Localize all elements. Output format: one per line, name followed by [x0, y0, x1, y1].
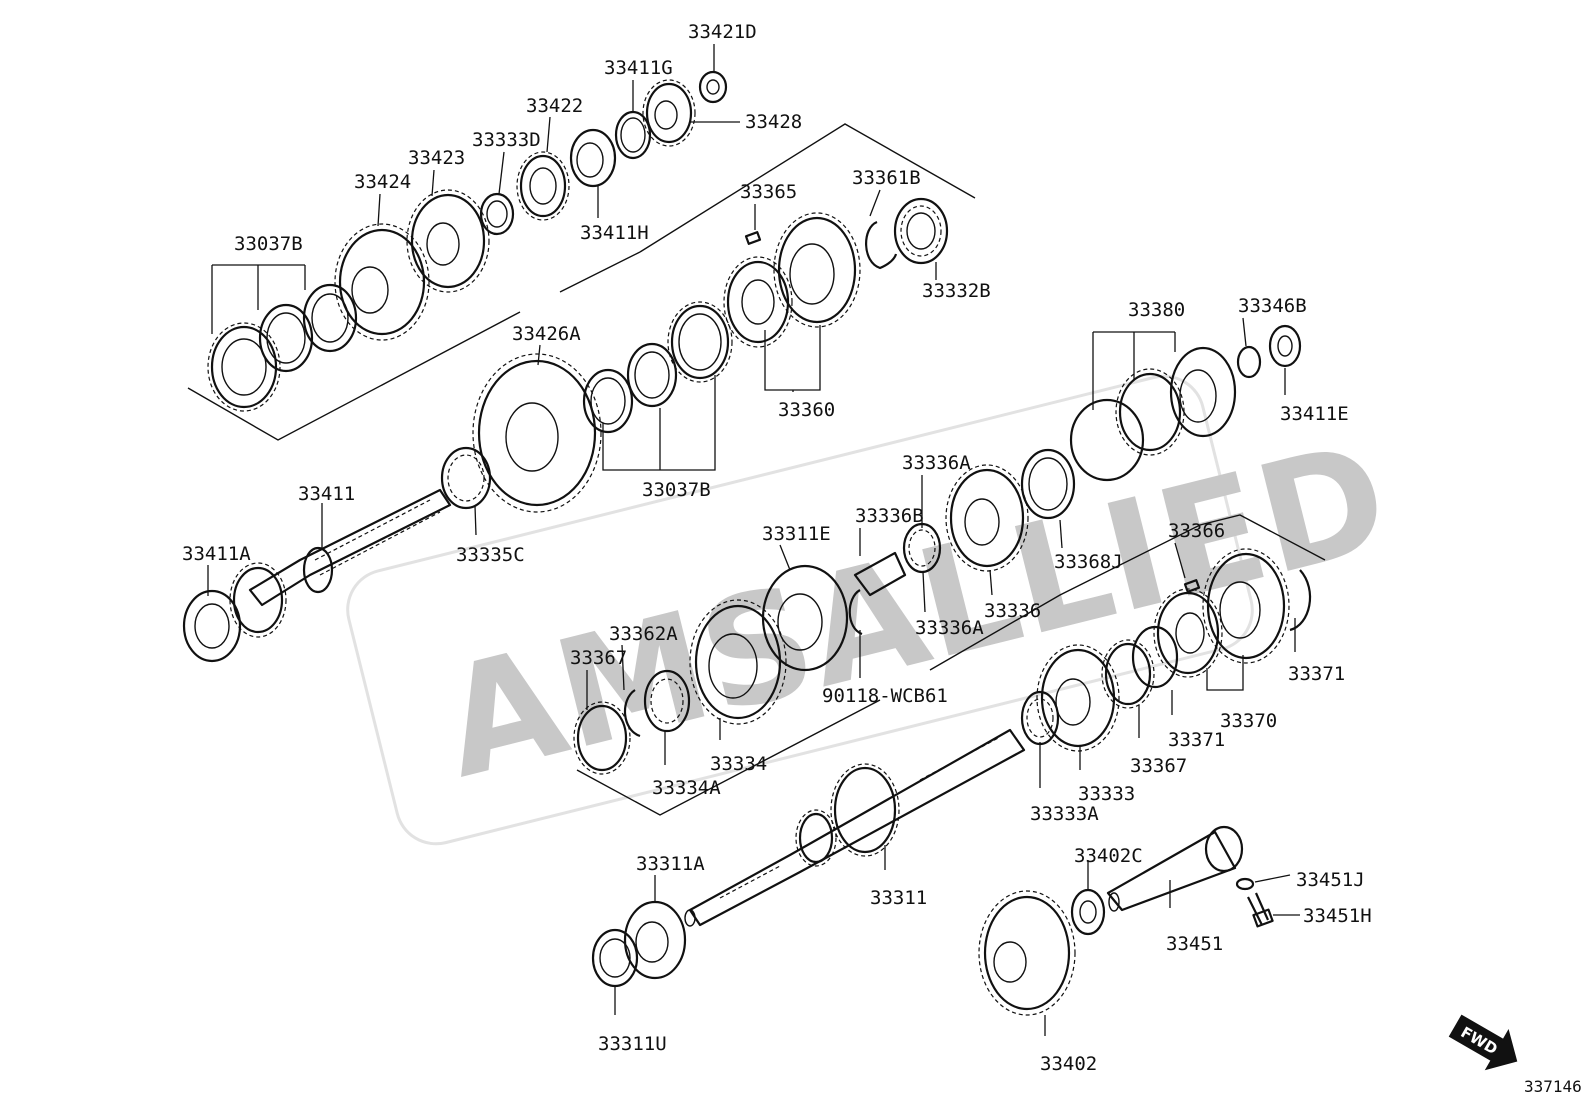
ring-33368J	[1020, 448, 1076, 520]
input-shaft-33411	[229, 488, 452, 638]
label-33411E: 33411E	[1280, 403, 1349, 425]
label-33402: 33402	[1040, 1053, 1097, 1075]
bushing-33422	[479, 192, 515, 236]
label-33371-right: 33371	[1288, 663, 1345, 685]
oil-seal-33411A	[182, 589, 242, 663]
part-labels: 33421D 33411G 33428 33422 33333D 33423 3…	[182, 21, 1372, 1075]
label-33451: 33451	[1166, 933, 1223, 955]
label-33370: 33370	[1220, 710, 1277, 732]
callout-lines	[207, 44, 1300, 1036]
label-90118-WCB61: 90118-WCB61	[822, 685, 948, 707]
bearing-33311A	[623, 900, 687, 980]
label-33365: 33365	[740, 181, 797, 203]
label-33421D: 33421D	[688, 21, 757, 43]
gear-33423	[406, 189, 490, 293]
sleeve-33336B	[853, 551, 907, 597]
label-33336A-lower: 33336A	[915, 617, 984, 639]
label-33346B: 33346B	[1238, 295, 1307, 317]
ring-33346B	[1236, 345, 1262, 379]
synchro-ring-33367-right	[1101, 639, 1155, 709]
bolt-33451H	[1247, 892, 1274, 928]
label-33367-left: 33367	[570, 647, 627, 669]
label-33368J: 33368J	[1054, 551, 1123, 573]
washer-33451J	[1235, 877, 1255, 891]
label-33402C: 33402C	[1074, 845, 1143, 867]
label-33333: 33333	[1078, 783, 1135, 805]
nut-33421D	[698, 70, 728, 104]
label-33411A: 33411A	[182, 543, 251, 565]
snap-ring-33411G	[614, 110, 652, 160]
group-frame-lower	[576, 514, 1326, 816]
label-33428: 33428	[745, 111, 802, 133]
gear-33333	[1036, 644, 1120, 752]
label-33361B: 33361B	[852, 167, 921, 189]
label-33380: 33380	[1128, 299, 1185, 321]
gear-33424	[334, 223, 430, 341]
label-33423: 33423	[408, 147, 465, 169]
sheet-number: 337146	[1524, 1077, 1582, 1096]
hub-sleeve-33360	[723, 212, 861, 348]
label-33366: 33366	[1168, 520, 1225, 542]
output-shaft-33311	[684, 728, 1026, 927]
nut-33411E	[1268, 324, 1302, 368]
snap-ring-33362A	[623, 689, 641, 738]
label-33333A: 33333A	[1030, 803, 1099, 825]
label-33311A: 33311A	[636, 853, 705, 875]
label-33367-right: 33367	[1130, 755, 1187, 777]
gear-33426A	[472, 353, 602, 513]
label-33334A: 33334A	[652, 777, 721, 799]
gear-33336	[945, 464, 1029, 572]
washer-33402C	[1070, 888, 1106, 936]
label-33451H: 33451H	[1303, 905, 1372, 927]
label-33360: 33360	[778, 399, 835, 421]
ring-33371-left	[1131, 625, 1179, 689]
group-frame-upper	[187, 123, 976, 441]
hub-sleeve-33370	[1153, 548, 1290, 678]
label-33037B-upper: 33037B	[234, 233, 303, 255]
label-33335C: 33335C	[456, 544, 525, 566]
hub-sleeve-33380	[1069, 346, 1237, 482]
label-33334: 33334	[710, 753, 767, 775]
label-33426A: 33426A	[512, 323, 581, 345]
snap-ring-33361B	[865, 220, 898, 270]
label-33336A-upper: 33336A	[902, 452, 971, 474]
gear-33428	[642, 79, 696, 147]
snap-ring-90118	[848, 589, 863, 636]
label-33037B-middle: 33037B	[642, 479, 711, 501]
label-33451J: 33451J	[1296, 869, 1365, 891]
label-33422: 33422	[526, 95, 583, 117]
label-33411H: 33411H	[580, 222, 649, 244]
label-33424: 33424	[354, 171, 411, 193]
key-33365	[744, 231, 762, 245]
bearing-33411H	[569, 128, 617, 188]
idler-shaft-33451	[1106, 825, 1244, 912]
label-33336: 33336	[984, 600, 1041, 622]
gear-33402	[978, 890, 1076, 1016]
label-33333D: 33333D	[472, 129, 541, 151]
needle-bearing-33334A	[643, 669, 691, 733]
label-33336B: 33336B	[855, 505, 924, 527]
label-33332B: 33332B	[922, 280, 991, 302]
synchro-ring-set-33037B-middle	[582, 301, 733, 434]
arrow-fwd-icon: FWD	[1448, 1014, 1518, 1071]
label-33311: 33311	[870, 887, 927, 909]
needle-bearing-33333D	[516, 151, 570, 221]
synchro-ring-33367-left	[573, 701, 631, 775]
label-33311U: 33311U	[598, 1033, 667, 1055]
label-33362A: 33362A	[609, 623, 678, 645]
synchro-ring-set-33037B-upper	[207, 283, 358, 412]
label-33371-left: 33371	[1168, 729, 1225, 751]
needle-bearing-33335C	[440, 446, 492, 510]
needle-bearing-33332B	[893, 197, 949, 265]
gear-33334	[689, 599, 787, 725]
seal-33311U	[591, 928, 639, 988]
label-33411G: 33411G	[604, 57, 673, 79]
watermark: AMSALLIED	[346, 374, 1404, 846]
label-33311E: 33311E	[762, 523, 831, 545]
label-33411: 33411	[298, 483, 355, 505]
